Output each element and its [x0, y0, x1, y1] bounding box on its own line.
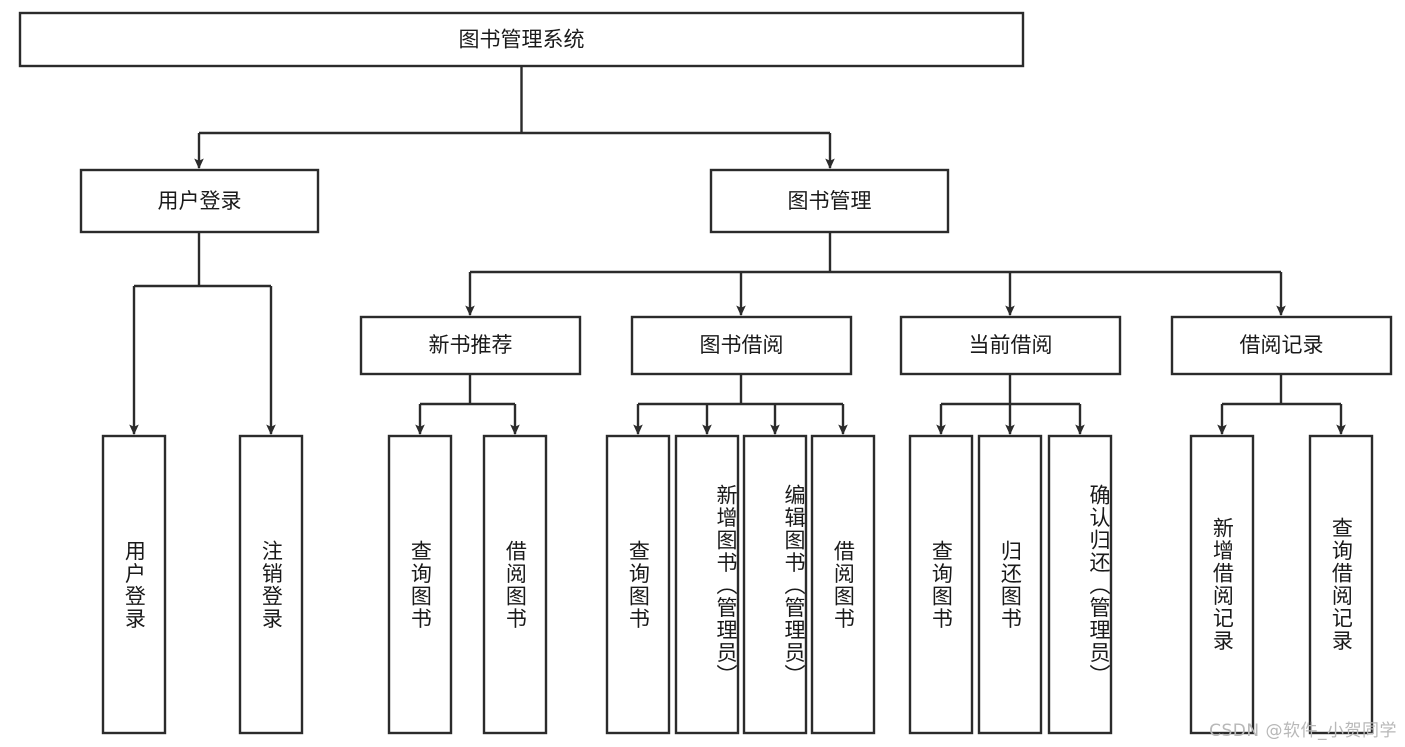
node-leaf-add-book[interactable] — [674, 434, 740, 735]
node-root-label: 图书管理系统 — [459, 28, 585, 52]
node-leaf-logout-login[interactable] — [238, 434, 304, 735]
node-leaf-query-record[interactable] — [1308, 434, 1374, 735]
watermark-text: CSDN @软件_小贺同学 — [1209, 721, 1397, 741]
node-book-manage-label: 图书管理 — [788, 189, 872, 213]
node-new-book-recommend[interactable] — [359, 315, 582, 376]
node-leaf-query-book-3[interactable] — [908, 434, 974, 735]
node-root[interactable] — [18, 11, 1025, 68]
node-new-book-recommend-label: 新书推荐 — [429, 333, 513, 357]
node-leaf-user-login[interactable] — [101, 434, 167, 735]
node-leaf-edit-book[interactable] — [742, 434, 808, 735]
node-user-login-label: 用户登录 — [158, 189, 242, 213]
node-leaf-query-book-1[interactable] — [387, 434, 453, 735]
node-borrow-record-label: 借阅记录 — [1240, 333, 1324, 357]
node-book-manage[interactable] — [709, 168, 950, 234]
node-current-borrow[interactable] — [899, 315, 1122, 376]
node-current-borrow-label: 当前借阅 — [969, 333, 1053, 357]
node-leaf-confirm-return[interactable] — [1047, 434, 1113, 735]
node-book-borrow[interactable] — [630, 315, 853, 376]
node-book-borrow-label: 图书借阅 — [700, 333, 784, 357]
node-leaf-return-book[interactable] — [977, 434, 1043, 735]
node-leaf-add-record[interactable] — [1189, 434, 1255, 735]
node-borrow-record[interactable] — [1170, 315, 1393, 376]
node-leaf-borrow-book-1[interactable] — [482, 434, 548, 735]
node-leaf-query-book-2[interactable] — [605, 434, 671, 735]
node-layer: 图书管理系统 用户登录 图书管理 新书推荐 图书借阅 当前借阅 借阅记录 — [18, 11, 1393, 735]
node-leaf-borrow-book-2[interactable] — [810, 434, 876, 735]
node-user-login[interactable] — [79, 168, 320, 234]
connector-layer — [129, 66, 1346, 435]
